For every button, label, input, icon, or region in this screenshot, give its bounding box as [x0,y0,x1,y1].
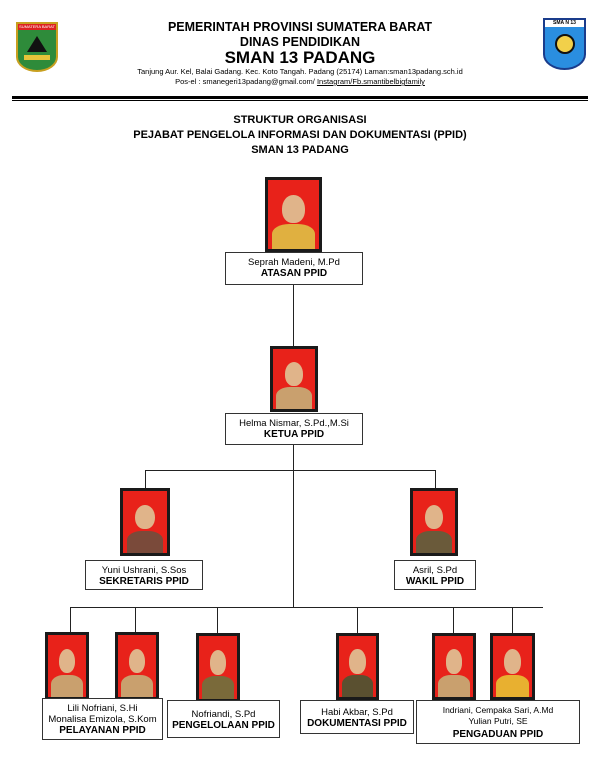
node-role: PENGADUAN PPID [452,729,544,740]
logo-caption: SMA N 13 [545,20,584,27]
node-role: PELAYANAN PPID [59,725,146,736]
header-address: Tanjung Aur. Kel, Balai Gadang. Kec. Kot… [137,67,463,76]
node-role: WAKIL PPID [405,576,465,587]
node-name: Helma Nismar, S.Pd.,M.Si [239,418,349,429]
photo-wakil [410,488,458,556]
title-line1: STRUKTUR ORGANISASI [233,114,367,126]
logo-caption: SUMATERA BARAT [18,24,56,30]
node-role: ATASAN PPID [260,268,328,279]
email: Pos-el : smanegeri13padang@gmail.com/ [175,77,317,86]
header-contact: Pos-el : smanegeri13padang@gmail.com/ In… [0,77,600,86]
node-name: Asril, S.Pd [412,565,458,576]
sumbar-logo: SUMATERA BARAT [16,22,58,72]
photo-ketua [270,346,318,412]
node-role: KETUA PPID [263,429,325,440]
photo-pengelolaan [196,633,240,702]
title-line2: PEJABAT PENGELOLA INFORMASI DAN DOKUMENT… [133,129,467,141]
photo-sekretaris [120,488,170,556]
header-government: PEMERINTAH PROVINSI SUMATERA BARAT [167,20,433,34]
node-role: DOKUMENTASI PPID [307,718,407,729]
node-name: Seprah Madeni, M.Pd [248,257,340,268]
node-name: Yulian Putri, SE [468,716,528,726]
photo-pelayanan-2 [115,632,159,700]
school-logo: SMA N 13 [543,18,586,70]
photo-atasan [265,177,322,252]
node-name: Monalisa Emizola, S.Kom [48,714,157,725]
node-name: Habi Akbar, S.Pd [321,707,393,718]
photo-dokumentasi [336,633,379,700]
social-link[interactable]: Instagram/Fb.smantibelbigfamily [316,77,425,86]
node-name: Indriani, Cempaka Sari, A.Md [442,705,554,715]
header-school: SMAN 13 PADANG [224,48,376,67]
node-role: PENGELOLAAN PPID [172,720,275,731]
node-role: SEKRETARIS PPID [99,576,189,587]
title-line3: SMAN 13 PADANG [251,144,349,156]
photo-pengaduan-1 [432,633,476,700]
node-name: Yuni Ushrani, S.Sos [101,565,187,576]
photo-pengaduan-2 [490,633,535,700]
node-name: Nofriandi, S.Pd [191,709,256,720]
node-name: Lili Nofriani, S.Hi [67,703,138,714]
header-agency: DINAS PENDIDIKAN [239,35,361,49]
photo-pelayanan-1 [45,632,89,700]
